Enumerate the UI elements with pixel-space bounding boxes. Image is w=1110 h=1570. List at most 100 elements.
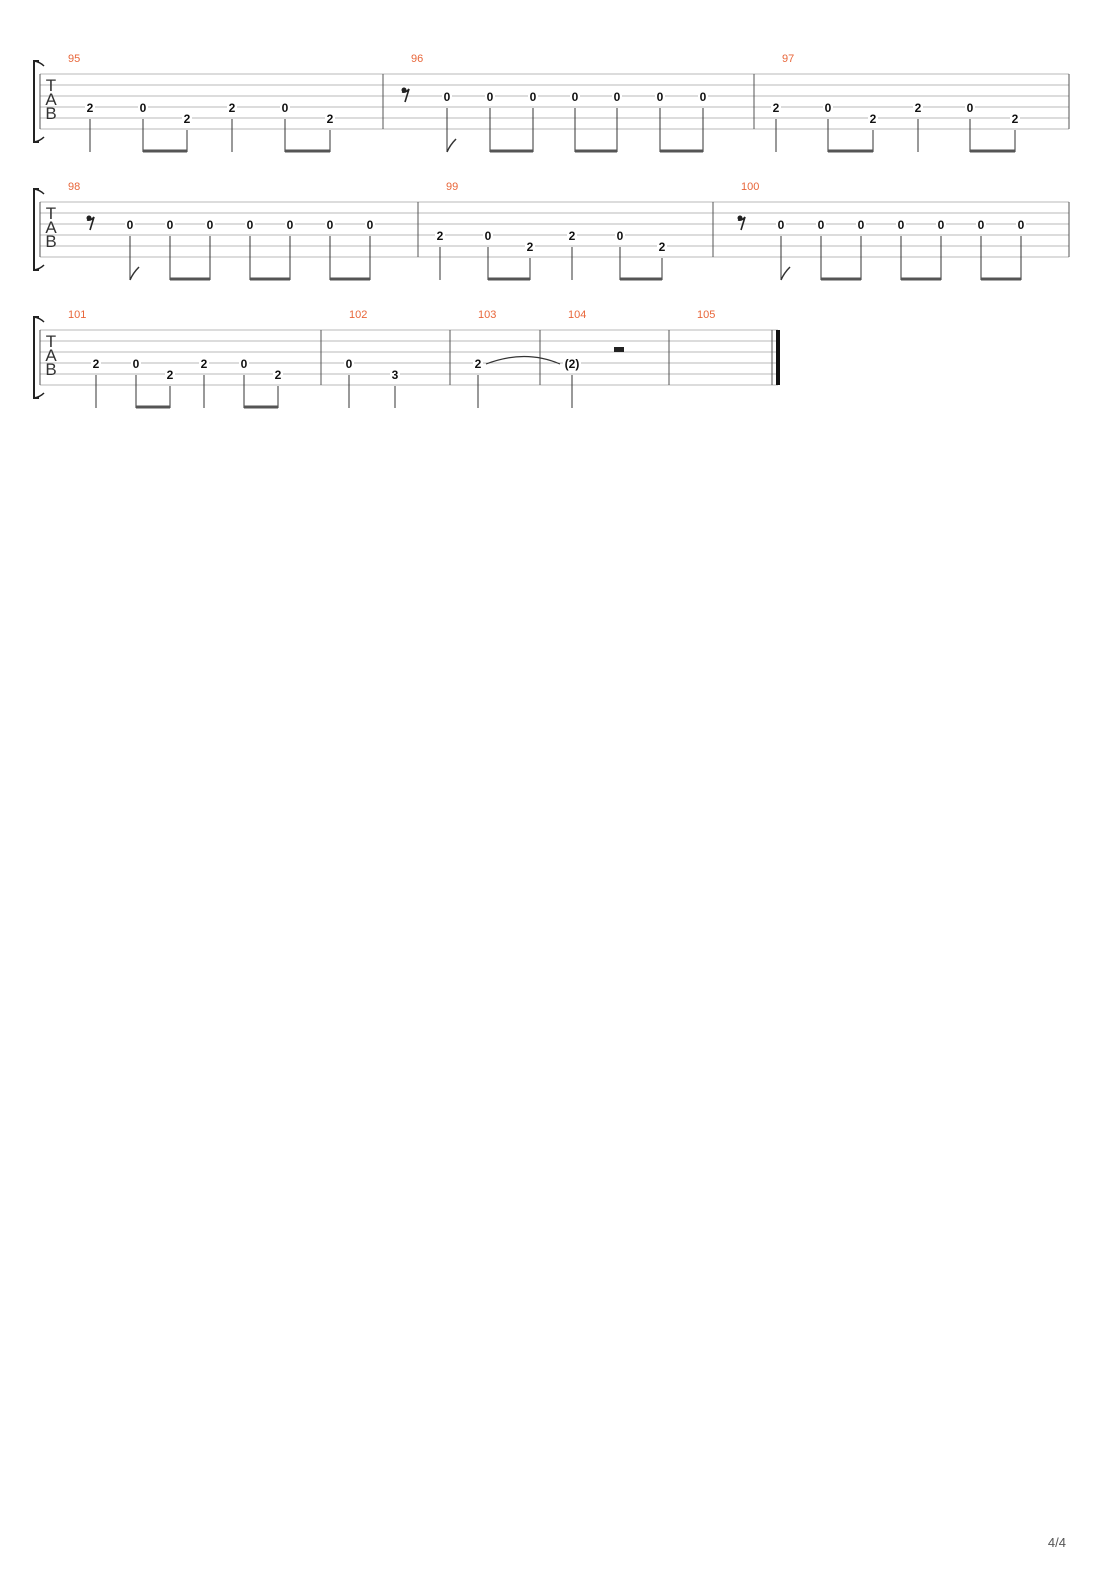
fret-knockout — [205, 219, 215, 231]
fret-number: 0 — [485, 229, 492, 243]
fret-knockout — [325, 219, 335, 231]
measure-number: 101 — [68, 309, 86, 321]
fret-number: 0 — [140, 101, 147, 115]
fret-number: 0 — [858, 218, 865, 232]
system-bracket — [33, 188, 39, 271]
bracket-curl-bottom — [33, 392, 45, 399]
system-bracket — [33, 60, 39, 143]
fret-knockout — [199, 358, 209, 370]
fret-knockout — [285, 219, 295, 231]
fret-number: 2 — [475, 357, 482, 371]
fret-knockout — [896, 219, 906, 231]
measure-number: 97 — [782, 53, 794, 65]
fret-knockout — [131, 358, 141, 370]
fret-knockout — [525, 241, 535, 253]
fret-number: 3 — [392, 368, 399, 382]
fret-knockout — [698, 91, 708, 103]
fret-knockout — [823, 102, 833, 114]
fret-number: 0 — [133, 357, 140, 371]
bracket-curl-bottom — [33, 136, 45, 143]
measure-number: 104 — [568, 309, 586, 321]
fret-number: 0 — [327, 218, 334, 232]
note-flag — [129, 266, 140, 281]
fret-number: 0 — [167, 218, 174, 232]
fret-number: 2 — [229, 101, 236, 115]
fret-number: 0 — [247, 218, 254, 232]
fret-knockout — [390, 369, 400, 381]
fret-knockout — [245, 219, 255, 231]
measure-number: 98 — [68, 181, 80, 193]
fret-knockout — [138, 102, 148, 114]
measure-number: 99 — [446, 181, 458, 193]
fret-number: (2) — [565, 357, 580, 371]
fret-knockout — [657, 241, 667, 253]
fret-number: 2 — [275, 368, 282, 382]
fret-knockout — [563, 358, 581, 370]
fret-number: 2 — [773, 101, 780, 115]
fret-knockout — [655, 91, 665, 103]
eighth-rest-stem — [737, 216, 746, 231]
fret-number: 2 — [659, 240, 666, 254]
fret-knockout — [239, 358, 249, 370]
fret-number: 0 — [487, 90, 494, 104]
fret-number: 0 — [938, 218, 945, 232]
fret-number: 2 — [87, 101, 94, 115]
fret-knockout — [913, 102, 923, 114]
fret-knockout — [280, 102, 290, 114]
fret-number: 0 — [346, 357, 353, 371]
fret-knockout — [856, 219, 866, 231]
page-number: 4/4 — [1047, 1535, 1066, 1550]
tab-clef-letter: B — [45, 104, 56, 123]
note-flag — [446, 138, 457, 153]
tab-clef-letter: A — [45, 90, 57, 109]
fret-knockout — [91, 358, 101, 370]
fret-knockout — [567, 230, 577, 242]
measure-number: 100 — [741, 181, 759, 193]
bracket-curl-top — [33, 188, 45, 195]
fret-knockout — [776, 219, 786, 231]
fret-knockout — [965, 102, 975, 114]
tab-clef-letter: A — [45, 218, 57, 237]
fret-knockout — [442, 91, 452, 103]
fret-number: 0 — [825, 101, 832, 115]
fret-number: 0 — [530, 90, 537, 104]
fret-knockout — [816, 219, 826, 231]
fret-knockout — [435, 230, 445, 242]
fret-number: 2 — [201, 357, 208, 371]
fret-knockout — [165, 369, 175, 381]
tab-clef-letter: T — [46, 204, 56, 223]
fret-knockout — [615, 230, 625, 242]
fret-knockout — [85, 102, 95, 114]
tab-clef-letter: T — [46, 76, 56, 95]
fret-number: 0 — [617, 229, 624, 243]
fret-number: 0 — [967, 101, 974, 115]
fret-number: 0 — [287, 218, 294, 232]
fret-number: 0 — [572, 90, 579, 104]
measure-number: 102 — [349, 309, 367, 321]
tab-clef-letter: B — [45, 232, 56, 251]
fret-knockout — [227, 102, 237, 114]
tab-clef-letter: B — [45, 360, 56, 379]
note-flag — [780, 266, 791, 281]
fret-knockout — [1016, 219, 1026, 231]
measure-number: 103 — [478, 309, 496, 321]
measure-number: 95 — [68, 53, 80, 65]
fret-knockout — [483, 230, 493, 242]
fret-number: 2 — [1012, 112, 1019, 126]
fret-knockout — [570, 91, 580, 103]
fret-knockout — [485, 91, 495, 103]
fret-number: 0 — [444, 90, 451, 104]
bracket-curl-top — [33, 316, 45, 323]
fret-knockout — [165, 219, 175, 231]
fret-number: 2 — [327, 112, 334, 126]
fret-number: 0 — [282, 101, 289, 115]
half-rest — [614, 347, 624, 352]
fret-number: 0 — [367, 218, 374, 232]
fret-number: 2 — [93, 357, 100, 371]
fret-number: 2 — [915, 101, 922, 115]
fret-knockout — [273, 369, 283, 381]
fret-number: 2 — [184, 112, 191, 126]
bracket-curl-bottom — [33, 264, 45, 271]
fret-number: 2 — [569, 229, 576, 243]
